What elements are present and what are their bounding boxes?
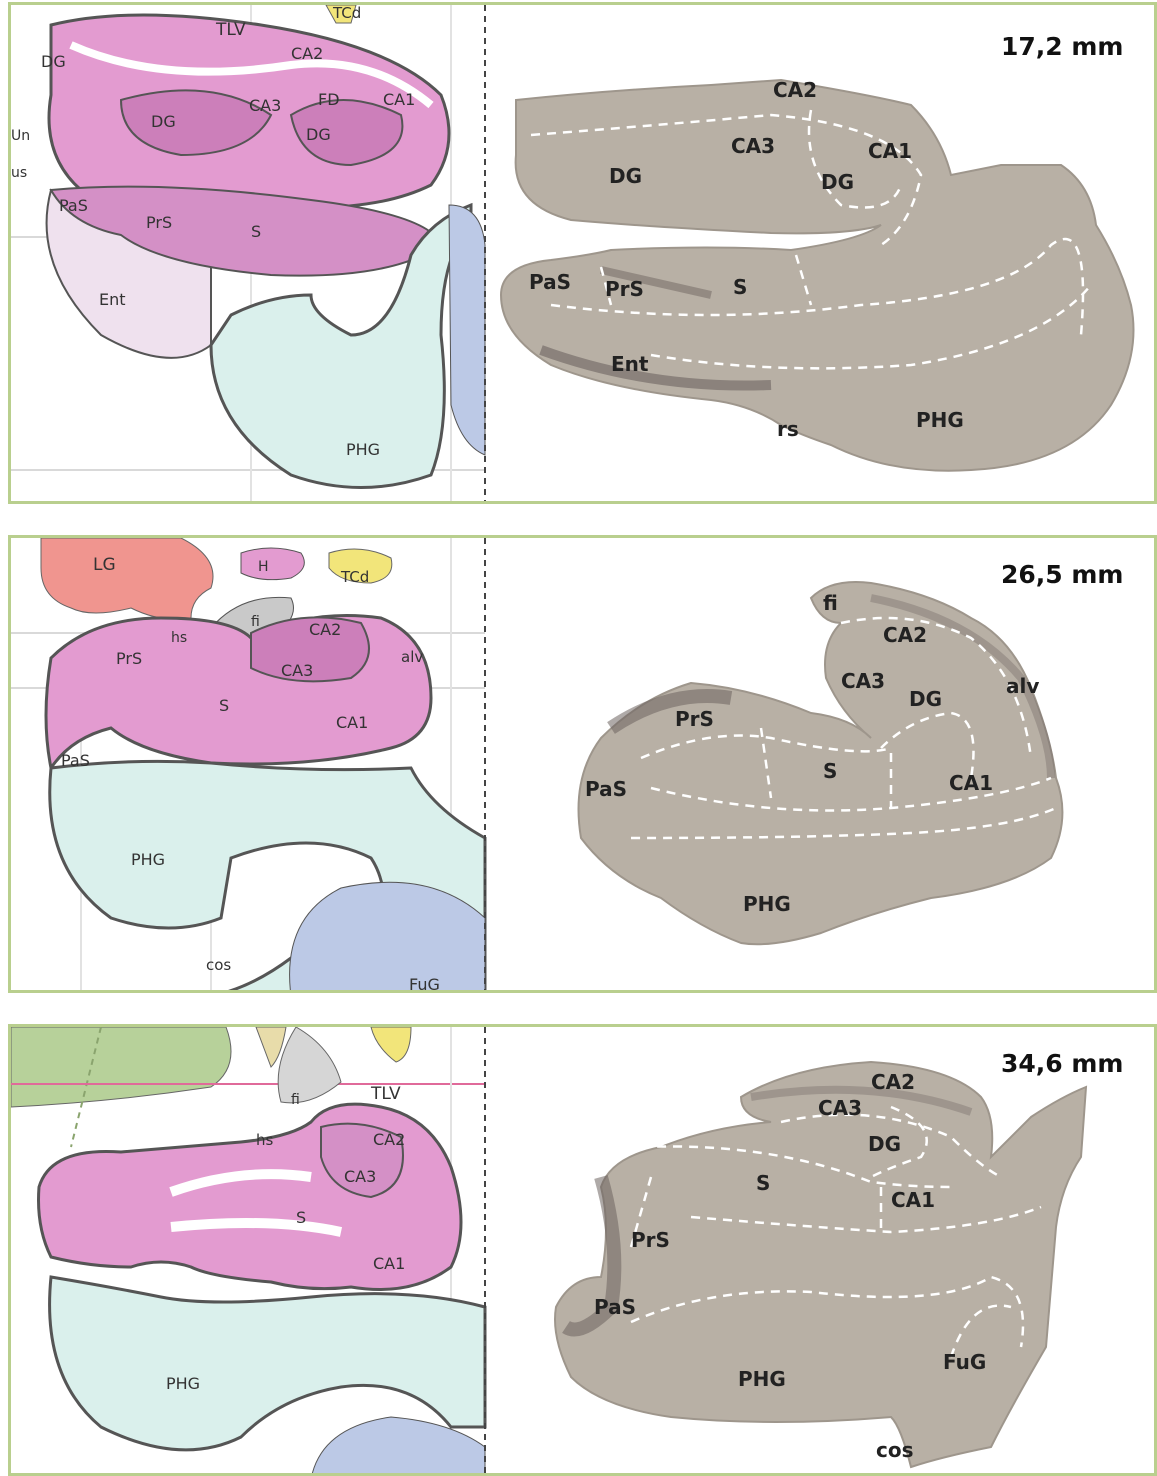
section-label-fi: fi bbox=[823, 591, 838, 615]
panel-17mm: TLV TCd DG CA2 CA3 FD CA1 DG DG Un us Pa… bbox=[8, 2, 1157, 504]
atlas-label-ca3: CA3 bbox=[281, 661, 313, 680]
atlas-label-ca2: CA2 bbox=[291, 44, 323, 63]
depth-label: 26,5 mm bbox=[1001, 560, 1124, 589]
atlas-label-ent: Ent bbox=[99, 290, 126, 309]
atlas-label-h: H bbox=[258, 559, 269, 575]
atlas-label-us: us bbox=[11, 165, 27, 181]
panel-26mm: LG H TCd fi CA2 CA3 alv hs PrS S CA1 PaS… bbox=[8, 535, 1157, 993]
section-label-ca1: CA1 bbox=[868, 139, 912, 163]
atlas-label-prs: PrS bbox=[116, 649, 142, 668]
atlas-label-pas: PaS bbox=[59, 196, 88, 215]
atlas-label-s: S bbox=[296, 1208, 306, 1227]
panel-34mm: TLV fi hs CA2 CA3 S CA1 PHG CA2 CA3 DG S… bbox=[8, 1024, 1157, 1476]
depth-label: 34,6 mm bbox=[1001, 1049, 1124, 1078]
atlas-label-alv: alv bbox=[401, 648, 423, 666]
atlas-label-fi: fi bbox=[251, 614, 260, 630]
section-label-ca1: CA1 bbox=[949, 771, 993, 795]
tissue-section bbox=[579, 582, 1063, 944]
section-label-cos: cos bbox=[876, 1438, 914, 1462]
section-label-s: S bbox=[733, 275, 747, 299]
atlas-label-pas: PaS bbox=[61, 751, 90, 770]
section-label-dg-1: DG bbox=[609, 164, 642, 188]
atlas-label-lg: LG bbox=[93, 555, 116, 575]
section-label-pas: PaS bbox=[594, 1295, 636, 1319]
atlas-label-tcd: TCd bbox=[340, 568, 369, 586]
atlas-label-dg-2: DG bbox=[306, 125, 331, 144]
section-label-phg: PHG bbox=[743, 892, 791, 916]
atlas-label-tlv: TLV bbox=[215, 20, 246, 40]
atlas-label-fug: FuG bbox=[409, 975, 440, 993]
section-label-prs: PrS bbox=[675, 707, 714, 731]
atlas-label-s: S bbox=[251, 222, 261, 241]
atlas-label-ca1: CA1 bbox=[383, 90, 415, 109]
section-label-dg-2: DG bbox=[821, 170, 854, 194]
section-label-pas: PaS bbox=[529, 270, 571, 294]
section-label-ca3: CA3 bbox=[841, 669, 885, 693]
section-label-fug: FuG bbox=[943, 1350, 986, 1374]
atlas-label-phg: PHG bbox=[166, 1374, 200, 1393]
atlas-label-s: S bbox=[219, 696, 229, 715]
section-label-rs: rs bbox=[777, 417, 799, 441]
atlas-label-fi: fi bbox=[291, 1092, 300, 1108]
atlas-drawing bbox=[11, 1027, 485, 1476]
atlas-drawing bbox=[11, 5, 485, 504]
section-label-s: S bbox=[823, 759, 837, 783]
atlas-label-tlv: TLV bbox=[370, 1084, 401, 1104]
atlas-label-tcd: TCd bbox=[332, 5, 361, 22]
atlas-label-ca2: CA2 bbox=[309, 620, 341, 639]
atlas-label-phg: PHG bbox=[346, 440, 380, 459]
section-label-ca2: CA2 bbox=[883, 623, 927, 647]
section-label-pas: PaS bbox=[585, 777, 627, 801]
section-label-prs: PrS bbox=[605, 277, 644, 301]
depth-label: 17,2 mm bbox=[1001, 32, 1124, 61]
atlas-label-dg-top: DG bbox=[41, 52, 66, 71]
section-label-ca1: CA1 bbox=[891, 1188, 935, 1212]
atlas-label-ca3: CA3 bbox=[344, 1167, 376, 1186]
section-label-ca2: CA2 bbox=[871, 1070, 915, 1094]
section-label-alv: alv bbox=[1006, 674, 1039, 698]
atlas-label-un: Un bbox=[11, 128, 30, 144]
section-label-dg: DG bbox=[909, 687, 942, 711]
atlas-label-fd: FD bbox=[318, 90, 340, 109]
section-label-ca3: CA3 bbox=[818, 1096, 862, 1120]
tissue-section bbox=[555, 1062, 1086, 1467]
atlas-label-ca2: CA2 bbox=[373, 1130, 405, 1149]
atlas-label-cos: cos bbox=[206, 956, 231, 974]
section-label-ca2: CA2 bbox=[773, 78, 817, 102]
section-label-s: S bbox=[756, 1171, 770, 1195]
tissue-section bbox=[501, 80, 1134, 471]
section-label-ent: Ent bbox=[611, 352, 649, 376]
section-label-prs: PrS bbox=[631, 1228, 670, 1252]
section-label-ca3: CA3 bbox=[731, 134, 775, 158]
atlas-label-prs: PrS bbox=[146, 213, 172, 232]
atlas-label-hs: hs bbox=[256, 1131, 274, 1149]
atlas-label-ca1: CA1 bbox=[373, 1254, 405, 1273]
atlas-label-dg-1: DG bbox=[151, 112, 176, 131]
atlas-label-ca3: CA3 bbox=[249, 96, 281, 115]
section-label-phg: PHG bbox=[916, 408, 964, 432]
atlas-label-phg: PHG bbox=[131, 850, 165, 869]
atlas-label-ca1: CA1 bbox=[336, 713, 368, 732]
section-label-phg: PHG bbox=[738, 1367, 786, 1391]
atlas-label-hs: hs bbox=[171, 630, 187, 646]
section-label-dg: DG bbox=[868, 1132, 901, 1156]
